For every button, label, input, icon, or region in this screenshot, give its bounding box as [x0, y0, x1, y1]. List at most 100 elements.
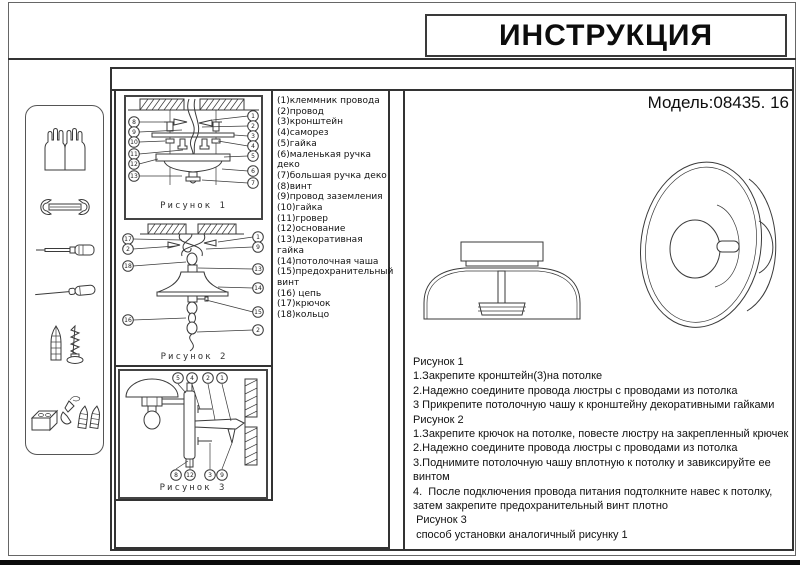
- document-title: ИНСТРУКЦИЯ: [498, 18, 714, 52]
- hook-and-wires: [167, 233, 217, 266]
- figure-2-area: 17 2 18 16 1 9 13 14 15 2 Рисунок 2: [118, 222, 270, 364]
- title-rule: [8, 58, 796, 60]
- part-item: (17)крючок: [277, 299, 331, 310]
- wall-lamp: [125, 378, 185, 430]
- chain: [186, 301, 198, 352]
- gloves-icon: [44, 127, 85, 171]
- instruction-line: 2.Надежно соедините провода люстры с про…: [413, 442, 738, 455]
- figure-2-callouts-left: 17 2 18 16: [122, 233, 187, 326]
- svg-text:1: 1: [256, 234, 260, 241]
- wall-anchor-and-screw-icon: [50, 324, 83, 364]
- part-item: (1)клеммник провода: [277, 96, 380, 106]
- svg-text:8: 8: [132, 119, 136, 126]
- svg-text:3: 3: [251, 133, 255, 140]
- svg-text:14: 14: [254, 285, 262, 292]
- part-item: (6)маленькая ручка деко: [277, 149, 372, 171]
- instruction-line: Рисунок 2: [413, 413, 464, 426]
- part-item: (7)большая ручка деко: [277, 170, 387, 181]
- svg-text:13: 13: [130, 173, 138, 180]
- part-item: (12)основание: [277, 224, 346, 235]
- document-title-box: ИНСТРУКЦИЯ: [425, 14, 787, 57]
- instruction-line: 3 Прикрепите потолочную чашу к кронштейн…: [413, 399, 775, 412]
- lamp-perspective-view: [639, 161, 777, 328]
- svg-text:6: 6: [251, 168, 255, 175]
- figure-3-box: 5 4 2 1 8 12 3 9 Рисунок 3: [118, 369, 268, 499]
- figure-1-box: 8 9 10 11 12 13 1 2 3 4 5 6 7: [124, 95, 263, 220]
- instruction-line: Рисунок 3: [413, 514, 467, 527]
- svg-text:13: 13: [254, 266, 262, 273]
- assembly-instructions: Рисунок 1 1.Закрепите кронштейн(3)на пот…: [413, 355, 789, 542]
- figure-1-caption: Рисунок 1: [160, 201, 227, 211]
- svg-text:1: 1: [220, 375, 224, 382]
- fasteners-set-icon: [30, 396, 100, 432]
- figure-3-callouts-top: 5 4 2 1: [172, 372, 232, 422]
- instruction-line: Рисунок 1: [413, 356, 464, 368]
- parts-list: (1)клеммник провода (2)провод (3)кронште…: [277, 96, 394, 321]
- part-item: (11)гровер: [277, 213, 328, 224]
- part-item: (15)предохранительный винт: [277, 267, 394, 288]
- ceiling-cup: [156, 264, 229, 303]
- svg-text:12: 12: [186, 472, 194, 479]
- part-item: (18)кольцо: [277, 310, 330, 321]
- precision-screwdriver-icon: [34, 284, 95, 296]
- wires: [173, 98, 213, 155]
- part-item: (9)провод заземления: [277, 192, 383, 203]
- page-border: [8, 2, 796, 556]
- svg-text:17: 17: [124, 236, 132, 243]
- svg-text:9: 9: [132, 129, 136, 136]
- svg-text:8: 8: [174, 472, 178, 479]
- wall-hatch: [244, 378, 258, 466]
- lamp-base: [155, 153, 231, 184]
- part-item: (2)провод: [277, 106, 324, 117]
- svg-text:2: 2: [126, 246, 130, 253]
- part-item: (10)гайка: [277, 203, 323, 214]
- wall-bracket: [183, 382, 245, 468]
- figure-3-caption: Рисунок 3: [159, 483, 227, 493]
- svg-text:2: 2: [256, 327, 260, 334]
- part-item: (3)кронштейн: [277, 117, 344, 128]
- part-item: (5)гайка: [277, 138, 317, 149]
- figures-divider: [116, 365, 271, 367]
- part-item: (8)винт: [277, 181, 313, 192]
- lamp-side-view: [423, 241, 581, 320]
- figure-2-drawing: 17 2 18 16 1 9 13 14 15 2: [122, 223, 264, 352]
- figure-3-callouts-bottom: 8 12 3 9: [170, 442, 233, 481]
- svg-text:4: 4: [251, 143, 255, 150]
- instruction-line: 3.Поднимите потолочную чашу вплотную к п…: [413, 456, 774, 484]
- svg-text:15: 15: [254, 309, 262, 316]
- svg-text:10: 10: [130, 139, 138, 146]
- instruction-line: 1.Закрепите кронштейн(3)на потолке: [413, 370, 603, 383]
- figure-1-drawing: 8 9 10 11 12 13 1 2 3 4 5 6 7: [128, 98, 259, 189]
- svg-text:2: 2: [206, 375, 210, 382]
- part-item: (16) цепь: [277, 288, 322, 299]
- diagram-section: 8 9 10 11 12 13 1 2 3 4 5 6 7: [114, 89, 394, 549]
- svg-text:5: 5: [251, 153, 255, 160]
- instruction-line: 4. После подключения провода питания под…: [413, 485, 776, 513]
- model-rule: [112, 89, 792, 91]
- instruction-line: 2.Надежно соедините провода люстры с про…: [413, 384, 738, 397]
- svg-text:9: 9: [220, 472, 224, 479]
- svg-text:9: 9: [256, 244, 260, 251]
- wrench-icon: [39, 199, 90, 215]
- svg-text:11: 11: [130, 151, 138, 158]
- instruction-line: 1.Закрепите крючок на потолке, повесте л…: [413, 428, 789, 441]
- svg-text:2: 2: [251, 123, 255, 130]
- figure-1-callouts-right: 1 2 3 4 5 6 7: [201, 110, 259, 189]
- svg-text:12: 12: [130, 161, 138, 168]
- svg-text:3: 3: [208, 472, 212, 479]
- svg-text:5: 5: [176, 375, 180, 382]
- svg-text:7: 7: [251, 180, 255, 187]
- svg-text:1: 1: [251, 113, 255, 120]
- product-pane: Рисунок 1 1.Закрепите кронштейн(3)на пот…: [403, 89, 794, 549]
- instruction-line: способ установки аналогичный рисунку 1: [413, 528, 628, 541]
- content-box: Модель:08435. 16: [110, 67, 794, 551]
- svg-text:18: 18: [124, 263, 132, 270]
- figure-2-callouts-right: 1 9 13 14 15 2: [196, 231, 264, 336]
- tools-sidebar: [25, 105, 104, 455]
- figure-2-caption: Рисунок 2: [160, 352, 228, 362]
- part-item: (14)потолочная чаша: [277, 256, 379, 267]
- ceiling-hatch: [140, 223, 244, 235]
- model-number: Модель:08435. 16: [647, 93, 789, 112]
- svg-text:16: 16: [124, 317, 132, 324]
- part-item: (13)декоративная гайка: [277, 235, 363, 256]
